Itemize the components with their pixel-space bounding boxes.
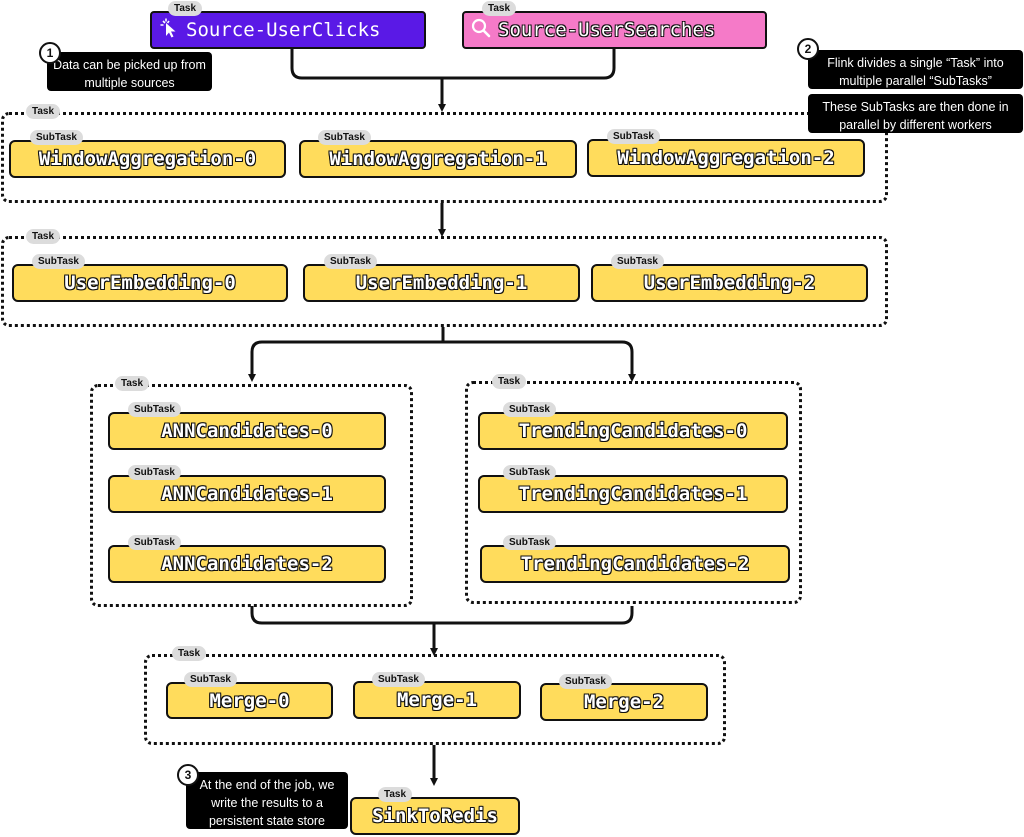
subtask-trending-candidates-1: TrendingCandidates-1 — [478, 475, 788, 513]
join-candidates-connector — [250, 606, 634, 625]
sink-to-redis-node: SinkToRedis — [350, 797, 520, 835]
task-tag: Task — [26, 229, 61, 244]
subtask-user-embedding-1: UserEmbedding-1 — [303, 264, 580, 302]
merge-sources-connector — [290, 48, 616, 80]
subtask-tag: SubTask — [184, 672, 237, 687]
task-tag: Task — [168, 1, 203, 16]
source-usersearches-node: Source-UserSearches — [462, 11, 767, 49]
task-group-user-embedding — [1, 236, 888, 327]
subtask-window-aggregation-0: WindowAggregation-0 — [9, 140, 286, 178]
task-group-trending-candidates — [465, 381, 802, 604]
subtask-tag: SubTask — [503, 535, 556, 550]
task-group-merge — [144, 654, 726, 745]
note-3-badge: 3 — [177, 764, 199, 786]
subtask-tag: SubTask — [559, 674, 612, 689]
subtask-trending-candidates-2: TrendingCandidates-2 — [480, 545, 790, 583]
task-tag: Task — [115, 376, 150, 391]
task-tag: Task — [172, 646, 207, 661]
subtask-merge-1: Merge-1 — [353, 681, 521, 719]
subtask-tag: SubTask — [503, 465, 556, 480]
subtask-ann-candidates-1: ANNCandidates-1 — [108, 475, 386, 513]
note-1: Data can be picked up from multiple sour… — [47, 52, 212, 91]
note-2: Flink divides a single “Task” into multi… — [808, 50, 1023, 89]
note-2-badge: 2 — [797, 38, 819, 60]
task-group-window-aggregation — [1, 112, 888, 203]
subtask-trending-candidates-0: TrendingCandidates-0 — [478, 412, 788, 450]
subtask-user-embedding-2: UserEmbedding-2 — [591, 264, 868, 302]
subtask-ann-candidates-2: ANNCandidates-2 — [108, 545, 386, 583]
pointer-click-icon — [158, 17, 180, 44]
note-3: At the end of the job, we write the resu… — [186, 772, 348, 829]
task-group-ann-candidates — [90, 384, 413, 607]
subtask-tag: SubTask — [30, 130, 83, 145]
subtask-tag: SubTask — [128, 402, 181, 417]
source-label: Source-UserClicks — [186, 19, 381, 41]
subtask-window-aggregation-2: WindowAggregation-2 — [587, 139, 865, 177]
split-to-trending-arrow — [443, 340, 636, 382]
note-1-badge: 1 — [39, 42, 61, 64]
subtask-tag: SubTask — [324, 254, 377, 269]
subtask-window-aggregation-1: WindowAggregation-1 — [299, 140, 577, 178]
split-to-ann-arrow — [248, 340, 443, 382]
task-tag: Task — [26, 104, 61, 119]
note-2b: These SubTasks are then done in parallel… — [808, 94, 1023, 133]
subtask-user-embedding-0: UserEmbedding-0 — [12, 264, 288, 302]
subtask-tag: SubTask — [607, 129, 660, 144]
source-label: Source-UserSearches — [498, 19, 716, 41]
subtask-tag: SubTask — [318, 130, 371, 145]
search-icon — [470, 17, 492, 44]
subtask-tag: SubTask — [372, 672, 425, 687]
task-tag: Task — [492, 374, 527, 389]
subtask-tag: SubTask — [503, 402, 556, 417]
subtask-tag: SubTask — [128, 535, 181, 550]
subtask-ann-candidates-0: ANNCandidates-0 — [108, 412, 386, 450]
subtask-tag: SubTask — [128, 465, 181, 480]
task-tag: Task — [482, 1, 517, 16]
task-tag: Task — [378, 787, 413, 802]
subtask-merge-2: Merge-2 — [540, 683, 708, 721]
source-userclicks-node: Source-UserClicks — [150, 11, 426, 49]
subtask-tag: SubTask — [611, 254, 664, 269]
subtask-merge-0: Merge-0 — [166, 682, 333, 719]
subtask-tag: SubTask — [32, 254, 85, 269]
